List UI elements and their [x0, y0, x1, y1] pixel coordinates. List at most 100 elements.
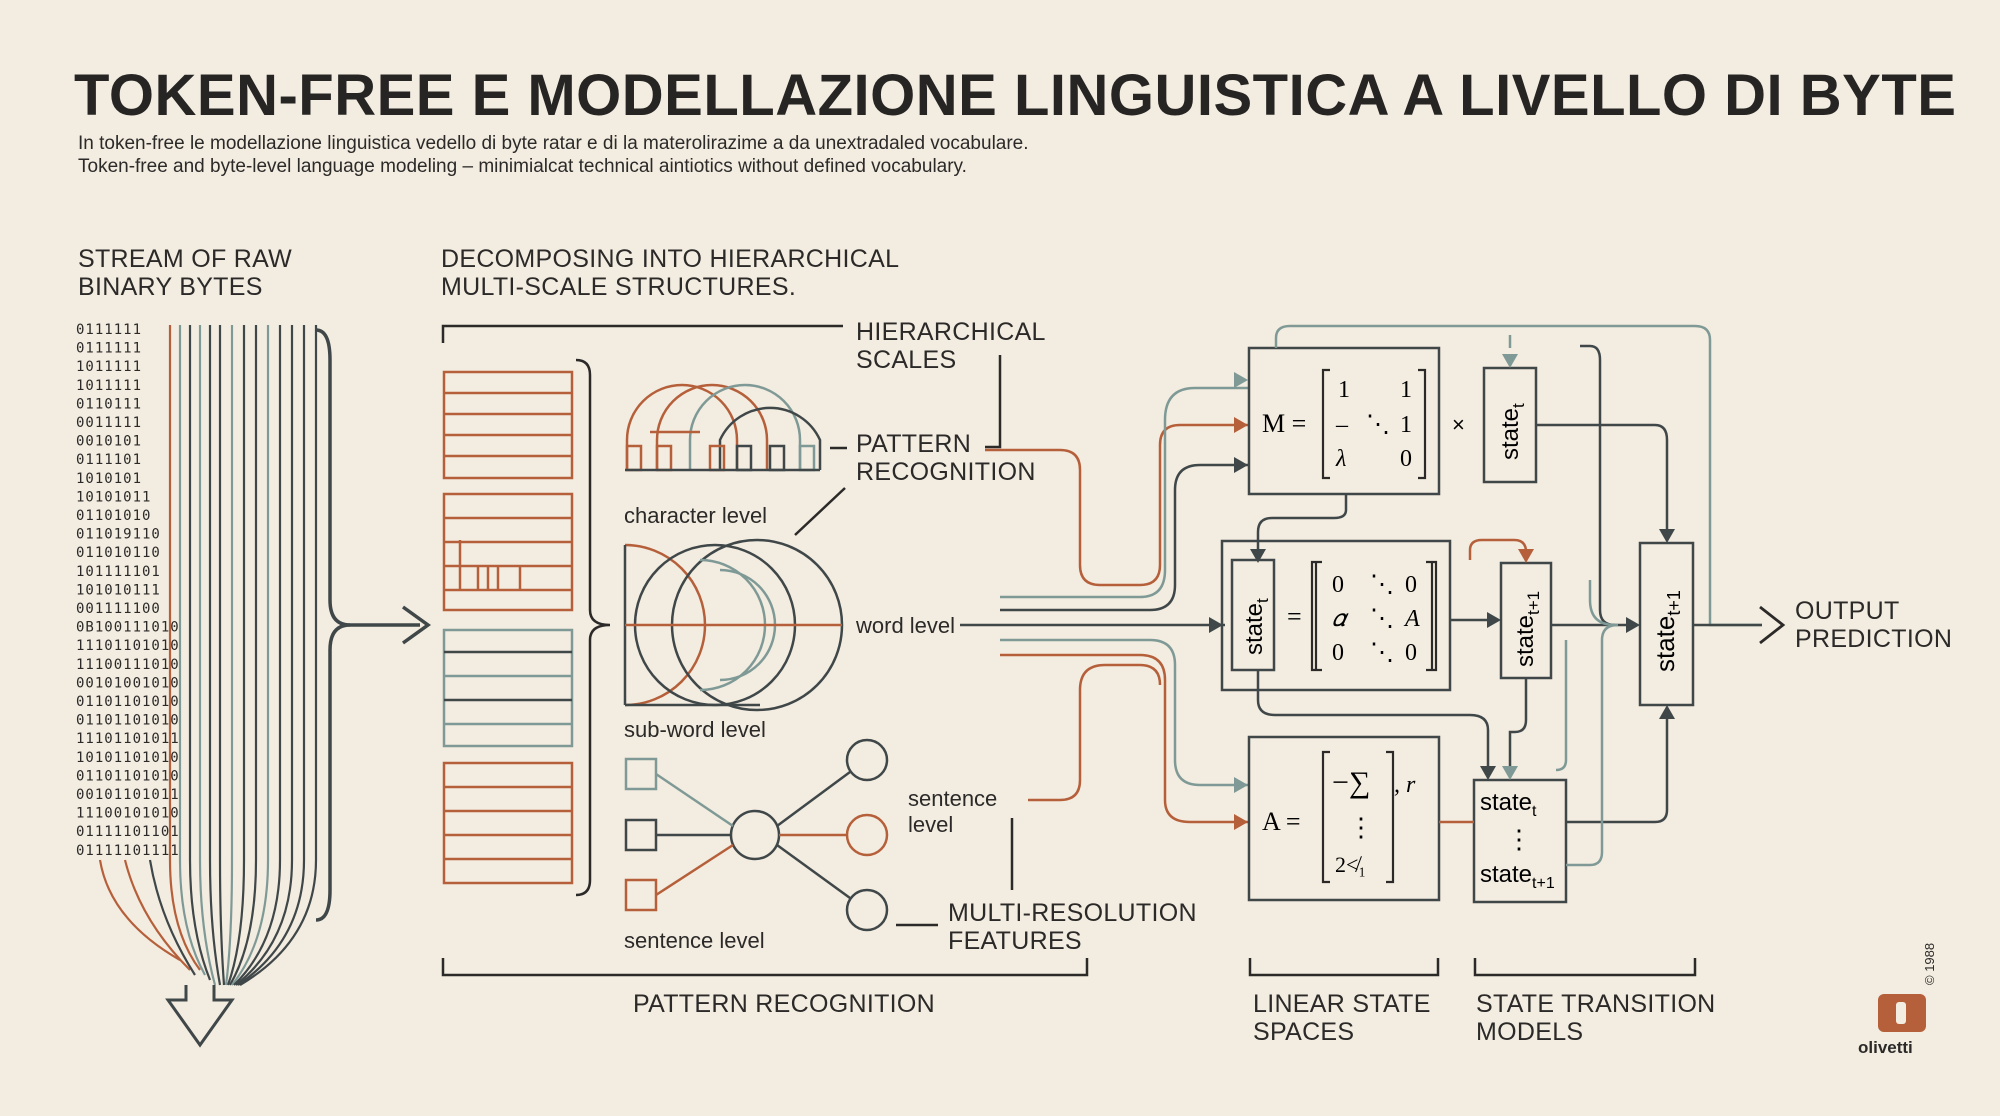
top-bracket [441, 324, 843, 343]
byte-row: 1011111 [76, 359, 142, 375]
label-state-transition-models: STATE TRANSITION MODELS [1476, 990, 1716, 1046]
label-linear-state-spaces: LINEAR STATE SPACES [1253, 990, 1431, 1046]
svg-text:⋱: ⋱ [1370, 572, 1394, 598]
label-multi-resolution: MULTI-RESOLUTION FEATURES [948, 899, 1197, 955]
byte-row: 0010101 [76, 434, 142, 450]
label-word-level: word level [856, 613, 956, 638]
svg-text:0: 0 [1332, 572, 1344, 598]
state-t-label-middle: statet [1241, 598, 1272, 655]
svg-text:–: – [1335, 412, 1349, 438]
arrowheads [1209, 372, 1248, 830]
byte-row: 10101011 [76, 489, 151, 505]
label-pattern-recognition: PATTERN RECOGNITION [856, 430, 1036, 486]
label-output-prediction: OUTPUT PREDICTION [1795, 597, 1953, 653]
byte-row: 01101101010 [76, 713, 180, 729]
label-character-level: character level [624, 503, 768, 528]
svg-text:0: 0 [1405, 640, 1417, 666]
sentence-level-tree [624, 738, 889, 932]
word-level-circles [623, 538, 844, 712]
svg-text:⋱: ⋱ [1370, 640, 1394, 666]
label-sentence-level-right: sentence level [908, 786, 998, 837]
byte-row: 101111101 [76, 564, 161, 580]
byte-row: 01101101010 [76, 694, 180, 710]
svg-text:0: 0 [1400, 446, 1412, 472]
byte-row: 0011111 [76, 415, 142, 431]
state-dots: ⋮ [1506, 825, 1532, 854]
grid-2 [442, 492, 574, 612]
stream-connector [315, 328, 420, 627]
state-transition-box [1472, 778, 1568, 904]
label-subword-level: sub-word level [624, 717, 766, 742]
output-arrow-icon [1759, 605, 1786, 645]
svg-text:⋮: ⋮ [1348, 813, 1374, 842]
byte-row: 0B100111010 [76, 620, 180, 636]
byte-row: 11101101010 [76, 638, 180, 654]
byte-row: 1010101 [76, 471, 142, 487]
byte-row: 01101101010 [76, 768, 180, 784]
state-t-label-top: statet [1497, 403, 1528, 460]
equals-sign: = [1287, 602, 1302, 631]
byte-row: 11101101011 [76, 731, 180, 747]
svg-text:1: 1 [1338, 377, 1350, 403]
byte-row: 00101001010 [76, 675, 180, 691]
svg-text:1: 1 [1400, 412, 1412, 438]
byte-stream: 0111111 0111111 1011111 1011111 0110111 00111… [76, 322, 180, 859]
byte-row: 0110111 [76, 396, 142, 412]
state-t1-label-middle: statet+1 [1512, 591, 1543, 667]
label-decomposing: DECOMPOSING INTO HIERARCHICAL MULTI-SCAL… [441, 245, 900, 301]
s-matrix-cells: 0 ⋱ 0 𝛼 ⋱ A 0 ⋱ 0 [1332, 572, 1420, 666]
state-t-box-middle [1230, 558, 1276, 672]
page-title: TOKEN-FREE E MODELLAZIONE LINGUISTICA A … [74, 63, 1957, 128]
svg-text:⋱: ⋱ [1366, 412, 1390, 438]
middle-equation-box [1220, 539, 1452, 692]
label-raw-bytes: STREAM OF RAW BINARY BYTES [78, 245, 293, 301]
matrix-a-box [1247, 735, 1441, 902]
byte-row: 10101101010 [76, 750, 180, 766]
character-level-arcs [625, 383, 822, 472]
scale-grids [442, 370, 574, 885]
subtitle-english: Token-free and byte-level language model… [78, 156, 967, 177]
svg-text:2≮₁: 2≮₁ [1335, 852, 1366, 877]
byte-row: 01111101101 [76, 824, 180, 840]
down-arrow-icon [165, 985, 235, 1048]
label-pattern-recognition-bottom: PATTERN RECOGNITION [633, 990, 936, 1018]
byte-row: 001111100 [76, 601, 161, 617]
grid-4 [442, 761, 574, 885]
state-t1-text: statet+1 [1480, 861, 1555, 892]
routing-lines [960, 386, 1248, 824]
m-equals: M = [1262, 409, 1306, 438]
state-t-text: statet [1480, 789, 1537, 820]
svg-text:0: 0 [1405, 572, 1417, 598]
matrix-m-box [1247, 346, 1441, 496]
byte-row: 00101101011 [76, 787, 180, 803]
grid-1 [442, 370, 574, 480]
byte-row: 011019110 [76, 527, 161, 543]
ssm-connections [1256, 324, 1762, 867]
svg-text:𝛼: 𝛼 [1332, 606, 1349, 632]
times-sign: × [1452, 412, 1465, 437]
byte-row: 011010110 [76, 545, 161, 561]
byte-row: 01101010 [76, 508, 151, 524]
state-t1-label-final: statet+1 [1650, 590, 1684, 672]
subtitle-italian: In token-free le modellazione linguistic… [78, 133, 1029, 154]
right-arrow-icon [401, 605, 431, 645]
byte-row: 11100111010 [76, 657, 180, 673]
label-sentence-level-bottom: sentence level [624, 928, 765, 953]
byte-row: 01111101111 [76, 843, 180, 859]
svg-text:A: A [1403, 606, 1420, 632]
byte-row: 101010111 [76, 582, 161, 598]
svg-text:⋱: ⋱ [1370, 606, 1394, 632]
svg-text:λ: λ [1335, 446, 1346, 472]
byte-stream-lines [98, 325, 318, 986]
byte-row: 11100101010 [76, 806, 180, 822]
byte-row: 0111111 [76, 322, 142, 338]
ssm-arrowheads [1250, 354, 1675, 780]
byte-row: 0111101 [76, 452, 142, 468]
svg-text:1: 1 [1400, 377, 1412, 403]
svg-text:0: 0 [1332, 640, 1344, 666]
a-matrix-cells: −∑ , r ⋮ 2≮₁ [1332, 766, 1416, 877]
byte-row: 1011111 [76, 378, 142, 394]
svg-text:, r: , r [1394, 772, 1416, 798]
byte-row: 0111111 [76, 341, 142, 357]
